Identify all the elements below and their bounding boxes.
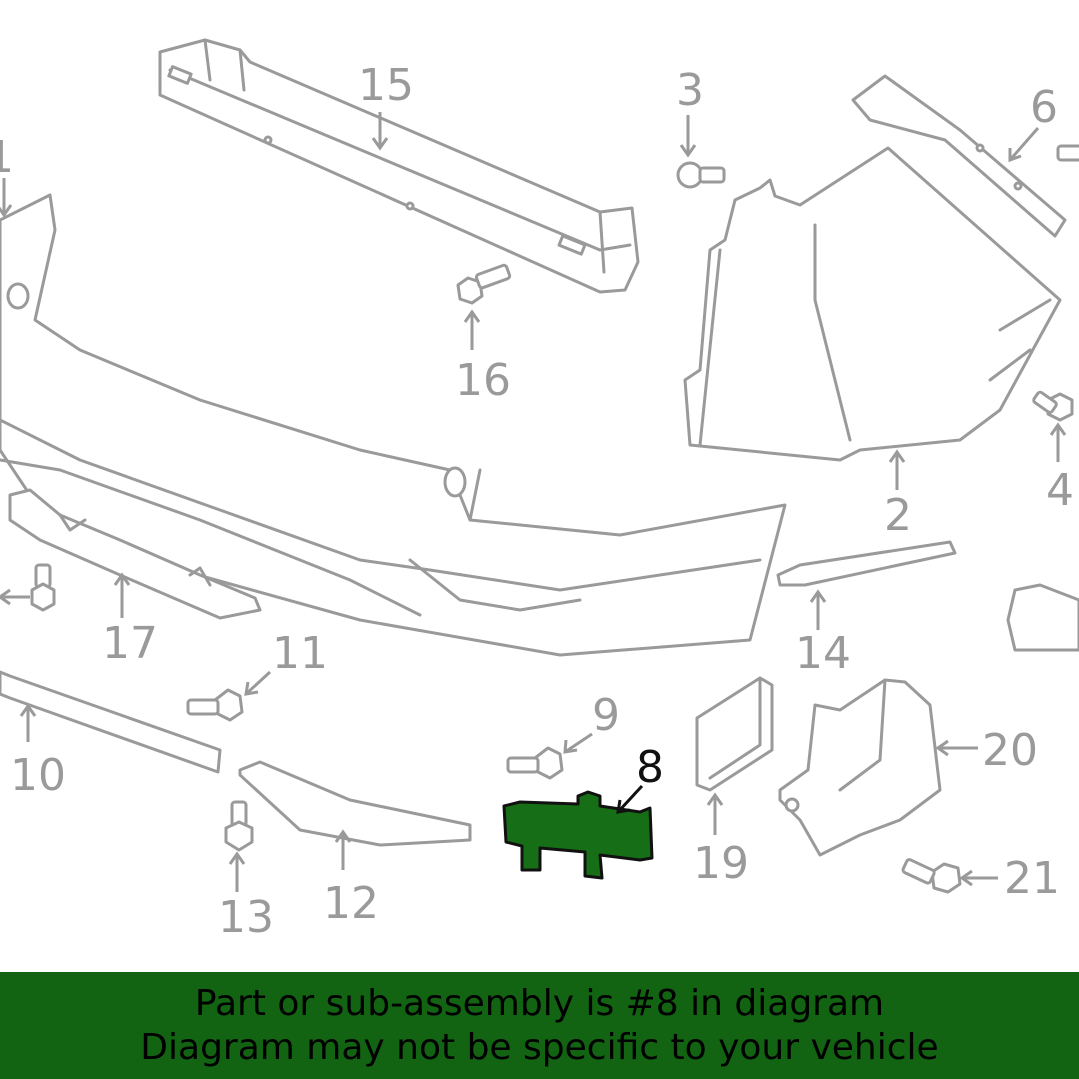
callout-3: 3	[676, 65, 704, 116]
callout-17: 17	[102, 618, 158, 669]
callout-6: 6	[1030, 82, 1058, 133]
part-4-bolt	[1032, 390, 1074, 422]
callout-9: 9	[592, 690, 620, 741]
callout-16: 16	[455, 355, 511, 406]
part-12-lower-trim	[238, 760, 472, 847]
callout-arrows	[0, 112, 1067, 892]
info-banner: Part or sub-assembly is #8 in diagram Di…	[0, 972, 1079, 1079]
part-21-bolt	[901, 858, 962, 894]
callout-4: 4	[1046, 465, 1074, 516]
callout-11: 11	[272, 628, 328, 679]
part-17-lower-bracket	[8, 488, 262, 620]
callout-10: 10	[10, 750, 66, 801]
part-fastener-17	[30, 563, 56, 612]
banner-line-2: Diagram may not be specific to your vehi…	[140, 1026, 939, 1068]
part-14-reflector-trim	[776, 540, 957, 587]
callout-21: 21	[1004, 853, 1060, 904]
part-6-bracket-strip	[851, 74, 1067, 238]
callout-13: 13	[218, 892, 274, 943]
callout-2: 2	[884, 490, 912, 541]
callout-15: 15	[358, 60, 414, 111]
callout-14: 14	[795, 628, 851, 679]
parts-diagram: 15 3 6 1 16 4 2 17 14 11 9 8 20 10 19 21…	[0, 38, 1079, 943]
part-partial-screw-right	[1056, 144, 1079, 162]
part-19-module	[695, 676, 774, 792]
callout-8: 8	[636, 742, 664, 793]
part-13-fastener	[224, 800, 254, 852]
part-11-bolt	[186, 688, 244, 722]
part-3-screw	[676, 161, 726, 189]
part-9-bolt	[506, 746, 564, 780]
part-partial-sensor	[1006, 583, 1079, 652]
part-2-side-bracket	[683, 146, 1062, 462]
callout-1: 1	[0, 132, 14, 183]
callout-12: 12	[323, 878, 379, 929]
part-16-bolt	[456, 263, 512, 305]
callout-19: 19	[693, 838, 749, 889]
callout-20: 20	[982, 725, 1038, 776]
part-1-bumper-cover	[0, 193, 787, 657]
part-10-molding-strip	[0, 670, 222, 774]
part-8-highlighted	[502, 790, 654, 880]
banner-line-1: Part or sub-assembly is #8 in diagram	[194, 982, 885, 1024]
part-15-reinforcement-bar	[158, 38, 640, 294]
part-20-bracket	[778, 678, 942, 857]
